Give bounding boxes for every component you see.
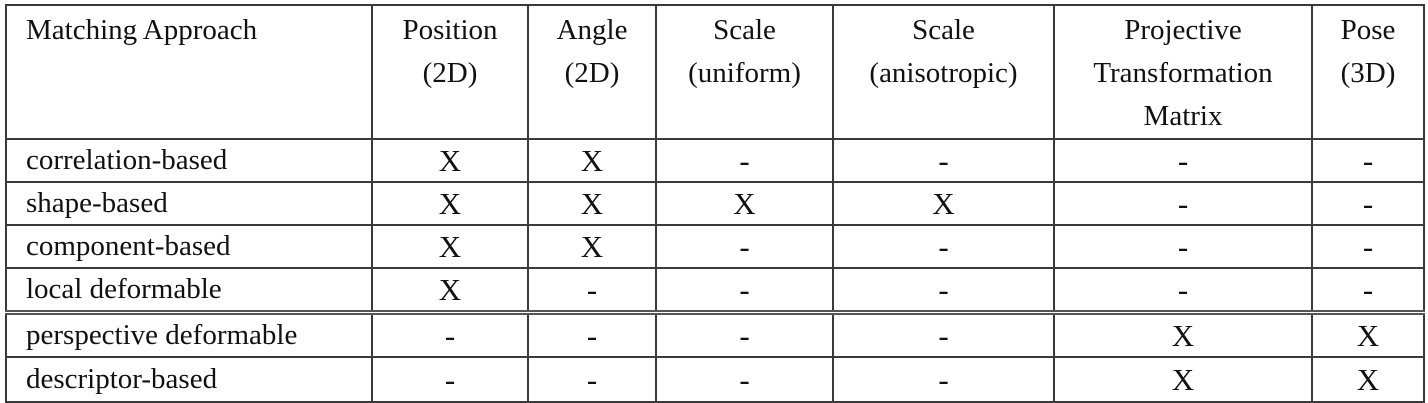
cell-angle: -: [527, 310, 657, 358]
table-row: descriptor-based - - - - X X: [5, 356, 1425, 403]
header-text: (uniform): [688, 57, 801, 89]
cell-pose: -: [1311, 138, 1425, 183]
cell-scale-uniform: -: [655, 267, 834, 314]
cell-scale-uniform: -: [655, 138, 834, 183]
row-approach-name: correlation-based: [5, 138, 373, 183]
cell-position: X: [371, 267, 529, 314]
cell-position: X: [371, 224, 529, 269]
cell-scale-uniform: -: [655, 224, 834, 269]
table-row: perspective deformable - - - - X X: [5, 310, 1425, 358]
cell-angle: X: [527, 138, 657, 183]
cell-scale-anisotropic: -: [832, 310, 1055, 358]
header-text: Angle: [556, 14, 628, 46]
table-header: Matching Approach Position (2D) Angle (2…: [5, 4, 1425, 140]
table-row: correlation-based X X - - - -: [5, 138, 1425, 183]
cell-pose: X: [1311, 310, 1425, 358]
cell-scale-anisotropic: -: [832, 356, 1055, 403]
header-text: Matching Approach: [26, 14, 258, 46]
table-row: component-based X X - - - -: [5, 224, 1425, 269]
cell-projective: X: [1053, 310, 1313, 358]
cell-projective: X: [1053, 356, 1313, 403]
cell-scale-anisotropic: -: [832, 224, 1055, 269]
header-text: Scale: [912, 14, 975, 46]
cell-scale-uniform: -: [655, 310, 834, 358]
header-text: (anisotropic): [869, 57, 1018, 89]
cell-angle: -: [527, 267, 657, 314]
cell-scale-anisotropic: -: [832, 267, 1055, 314]
table-row: shape-based X X X X - -: [5, 181, 1425, 226]
cell-pose: -: [1311, 181, 1425, 226]
cell-pose: -: [1311, 224, 1425, 269]
cell-position: X: [371, 181, 529, 226]
header-pose: Pose (3D): [1311, 4, 1425, 140]
row-approach-name: local deformable: [5, 267, 373, 314]
row-approach-name: component-based: [5, 224, 373, 269]
header-text: (2D): [422, 57, 478, 89]
header-text: Transformation: [1093, 57, 1273, 89]
row-approach-name: perspective deformable: [5, 310, 373, 358]
cell-pose: X: [1311, 356, 1425, 403]
cell-position: X: [371, 138, 529, 183]
cell-scale-uniform: X: [655, 181, 834, 226]
header-angle: Angle (2D): [527, 4, 657, 140]
row-approach-name: descriptor-based: [5, 356, 373, 403]
row-approach-name: shape-based: [5, 181, 373, 226]
header-text: (3D): [1340, 57, 1396, 89]
header-scale-anisotropic: Scale (anisotropic): [832, 4, 1055, 140]
header-text: (2D): [564, 57, 620, 89]
header-text: Projective: [1124, 14, 1242, 46]
header-scale-uniform: Scale (uniform): [655, 4, 834, 140]
cell-projective: -: [1053, 138, 1313, 183]
cell-position: -: [371, 310, 529, 358]
header-text: Position: [402, 14, 498, 46]
header-text: Matrix: [1143, 100, 1223, 132]
cell-scale-uniform: -: [655, 356, 834, 403]
header-projective-transformation-matrix: Projective Transformation Matrix: [1053, 4, 1313, 140]
header-row: Matching Approach Position (2D) Angle (2…: [5, 4, 1425, 140]
cell-angle: X: [527, 224, 657, 269]
cell-position: -: [371, 356, 529, 403]
cell-scale-anisotropic: -: [832, 138, 1055, 183]
matching-approach-table: Matching Approach Position (2D) Angle (2…: [5, 4, 1425, 403]
table-row: local deformable X - - - - -: [5, 267, 1425, 314]
comparison-table-container: Matching Approach Position (2D) Angle (2…: [5, 4, 1425, 403]
header-text: Scale: [713, 14, 776, 46]
header-position: Position (2D): [371, 4, 529, 140]
cell-angle: X: [527, 181, 657, 226]
cell-projective: -: [1053, 224, 1313, 269]
cell-scale-anisotropic: X: [832, 181, 1055, 226]
cell-projective: -: [1053, 267, 1313, 314]
header-matching-approach: Matching Approach: [5, 4, 373, 140]
cell-projective: -: [1053, 181, 1313, 226]
cell-pose: -: [1311, 267, 1425, 314]
table-body: correlation-based X X - - - - shape-base…: [5, 138, 1425, 403]
cell-angle: -: [527, 356, 657, 403]
header-text: Pose: [1340, 14, 1396, 46]
